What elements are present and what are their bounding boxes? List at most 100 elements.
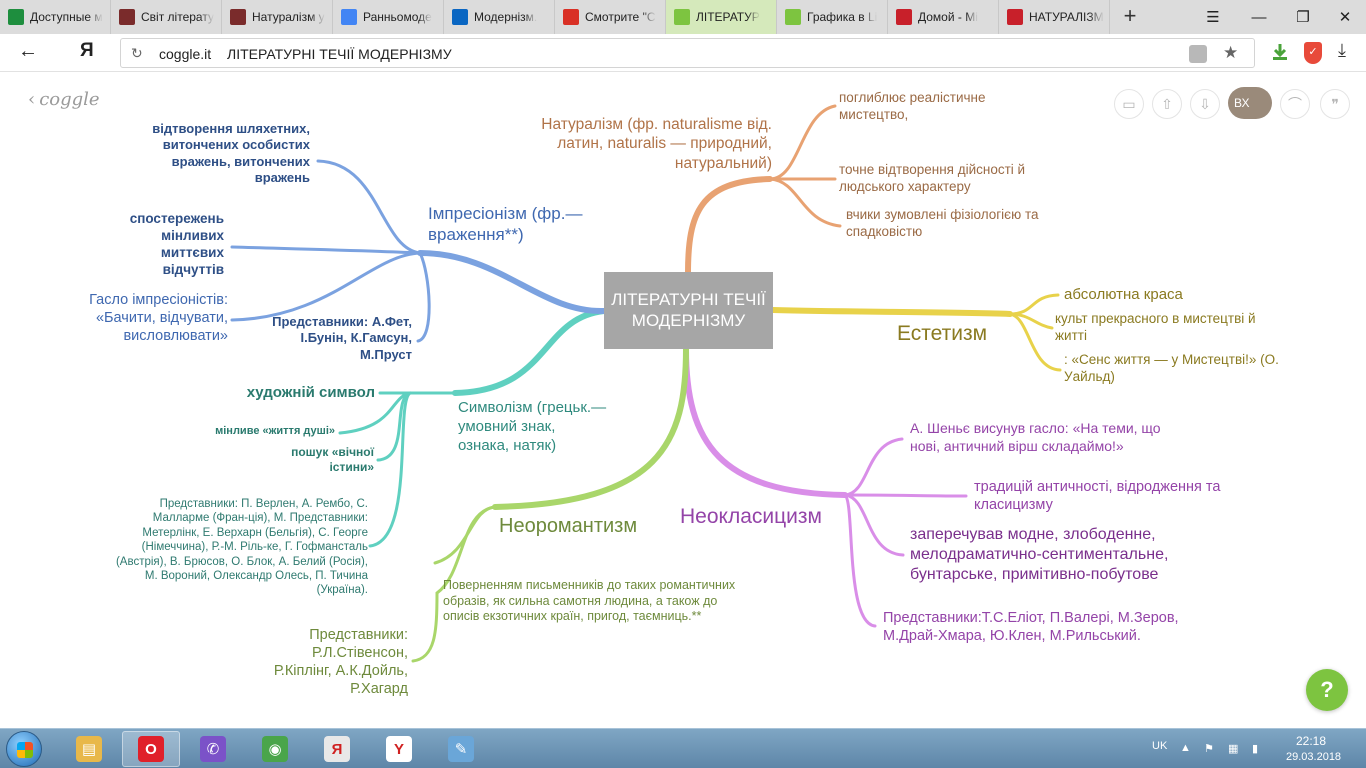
downloads-menu-icon[interactable]: ⤓ xyxy=(1338,40,1346,60)
node-impressionism-item-3[interactable]: Гасло імпресіоністів: «Бачити, відчувати… xyxy=(89,292,228,345)
browser-tab[interactable]: Натуралізм у xyxy=(222,0,333,34)
back-button[interactable]: ← xyxy=(18,40,38,62)
node-neoromanticism[interactable]: Неоромантизм xyxy=(499,515,638,537)
taskbar-app[interactable]: Я xyxy=(308,731,366,767)
taskbar-app[interactable]: Y xyxy=(370,731,428,767)
url-field[interactable]: ↻ coggle.it ЛІТЕРАТУРНІ ТЕЧІЇ МОДЕРНІЗМУ… xyxy=(120,38,1255,68)
browser-tab[interactable]: Смотрите "С xyxy=(555,0,666,34)
node-symbolism-item-4[interactable]: Представники: П. Верлен, А. Рембо, С. Ма… xyxy=(115,498,368,597)
browser-tab-label: НАТУРАЛІЗМ xyxy=(1029,10,1104,24)
node-neoromanticism-item-2[interactable]: Представники: Р.Л.Стівенсон, Р.Кіплінг, … xyxy=(273,627,408,698)
taskbar-app[interactable]: ▤ xyxy=(60,731,118,767)
branch-neoclassicism-item-2 xyxy=(843,493,968,498)
branch-impressionism xyxy=(417,250,607,315)
browser-tab[interactable]: Графика в Li xyxy=(777,0,888,34)
browser-tab[interactable]: Доступные м xyxy=(0,0,111,34)
node-naturalism[interactable]: Натуралізм (фр. naturalisme від. латин, … xyxy=(541,116,772,172)
close-icon[interactable]: ✕ xyxy=(1338,9,1352,26)
user-avatar[interactable]: ВХ xyxy=(1228,87,1272,119)
language-indicator[interactable]: UK xyxy=(1152,740,1168,752)
taskbar-app[interactable]: ✎ xyxy=(432,731,490,767)
comments-icon[interactable]: ❞ xyxy=(1320,89,1350,119)
chrome-icon: ◉ xyxy=(262,736,288,762)
node-aestheticism-item-1[interactable]: абсолютна краса xyxy=(1064,286,1183,303)
help-button[interactable]: ? xyxy=(1306,669,1348,711)
tray-arrow-icon[interactable]: ▲ xyxy=(1180,742,1191,754)
branch-symbolism-item-4 xyxy=(368,391,412,548)
opera-icon: O xyxy=(138,736,164,762)
taskbar-app[interactable]: ✆ xyxy=(184,731,242,767)
node-neoromanticism-item-1[interactable]: Поверненням письменників до таких романт… xyxy=(443,578,736,624)
lock-icon[interactable] xyxy=(1189,45,1207,63)
url-domain: coggle.it xyxy=(159,46,212,62)
node-neoclassicism-item-4[interactable]: Представники:Т.С.Еліот, П.Валері, М.Зеро… xyxy=(883,610,1179,645)
branch-neoromanticism-item-1 xyxy=(433,505,497,565)
node-aestheticism[interactable]: Естетизм xyxy=(897,322,988,345)
browser-tab[interactable]: Домой - Mi xyxy=(888,0,999,34)
browser-tab-label: Домой - Mi xyxy=(918,10,978,24)
browser-tab[interactable]: Модернізм. xyxy=(444,0,555,34)
node-impressionism-item-2[interactable]: спостережень мінливих миттєвих відчуттів xyxy=(129,211,224,277)
root-node-text: ЛІТЕРАТУРНІ ТЕЧІЇ МОДЕРНІЗМУ xyxy=(611,290,766,330)
node-neoclassicism[interactable]: Неокласицизм xyxy=(680,505,822,528)
node-impressionism-item-4[interactable]: Представники: А.Фет, І.Бунін, К.Гамсун, … xyxy=(272,314,412,362)
browser-tab[interactable]: Світ літерату xyxy=(111,0,222,34)
new-tab-button[interactable]: + xyxy=(1123,3,1137,28)
node-naturalism-item-1[interactable]: поглиблює реалістичне мистецтво, xyxy=(839,90,986,122)
coggle-logo[interactable]: ‹coggle xyxy=(28,89,100,110)
protect-shield-icon[interactable]: ✓ xyxy=(1304,42,1322,64)
browser-tab[interactable]: Ранньомоде xyxy=(333,0,444,34)
maximize-icon[interactable]: ❐ xyxy=(1296,9,1310,26)
node-neoclassicism-item-2[interactable]: традицій античності, відродження та клас… xyxy=(974,479,1221,514)
node-neoclassicism-item-3[interactable]: заперечував модне, злободенне, мелодрама… xyxy=(910,526,1169,583)
avatar-initials: ВХ xyxy=(1234,96,1250,110)
node-aestheticism-item-2[interactable]: культ прекрасного в мистецтві й житті xyxy=(1055,311,1256,343)
node-naturalism-item-3[interactable]: вчики зумовлені фізіологією та спадковіс… xyxy=(846,207,1039,239)
history-icon[interactable]: ⌒ xyxy=(1280,89,1310,119)
clock-date[interactable]: 29.03.2018 xyxy=(1286,751,1342,763)
clock-time[interactable]: 22:18 xyxy=(1296,734,1327,748)
windows-logo-icon xyxy=(17,742,33,758)
browser-tab-label: Графика в Li xyxy=(807,10,878,24)
node-symbolism-item-3[interactable]: пошук «вічної істини» xyxy=(291,445,374,474)
linkedin-icon xyxy=(452,9,468,25)
start-button[interactable] xyxy=(6,731,42,767)
node-symbolism-item-1[interactable]: художній символ xyxy=(246,384,375,401)
browser-menu-icon[interactable]: ☰ xyxy=(1206,9,1220,26)
back-chevron-icon[interactable]: ‹ xyxy=(28,89,36,110)
branch-neoromanticism xyxy=(492,346,689,510)
branch-symbolism-item-2 xyxy=(338,391,412,435)
network-icon[interactable]: ▦ xyxy=(1228,743,1239,755)
download-icon[interactable] xyxy=(1270,42,1290,62)
taskbar-app[interactable]: O xyxy=(122,731,180,767)
reload-icon[interactable]: ↻ xyxy=(131,45,143,61)
browser-tab[interactable]: ЛІТЕРАТУР xyxy=(666,0,777,34)
node-impressionism[interactable]: Імпресіонізм (фр.— враження**) xyxy=(428,204,583,245)
battery-icon[interactable]: ▮ xyxy=(1252,743,1259,755)
browser-tab-label: Ранньомоде xyxy=(363,10,432,24)
branch-impressionism-item-3 xyxy=(230,251,422,322)
download-map-icon[interactable]: ⇩ xyxy=(1190,89,1220,119)
taskbar-app[interactable]: ◉ xyxy=(246,731,304,767)
node-symbolism-item-2[interactable]: мінливе «життя душі» xyxy=(215,425,335,437)
node-symbolism[interactable]: Символізм (грецьк.— умовний знак, ознака… xyxy=(458,399,607,454)
castle-icon xyxy=(119,9,135,25)
flag-icon[interactable]: ⚑ xyxy=(1204,743,1214,755)
browser-tab-label: ЛІТЕРАТУР xyxy=(696,10,760,24)
minimize-icon[interactable]: — xyxy=(1251,8,1267,26)
browser-tab[interactable]: НАТУРАЛІЗМ xyxy=(999,0,1110,34)
share-icon[interactable]: ⇧ xyxy=(1152,89,1182,119)
bookmark-star-icon[interactable]: ★ xyxy=(1223,43,1239,62)
node-neoclassicism-item-1[interactable]: А. Шеньє висунув гасло: «На теми, що нов… xyxy=(910,420,1161,454)
yandex-button[interactable]: Я xyxy=(80,40,94,61)
paint-icon: ✎ xyxy=(448,736,474,762)
node-impressionism-item-1[interactable]: відтворення шляхетних, витончених особис… xyxy=(152,121,310,185)
mindmap-canvas[interactable]: ‹coggle ▭ ⇧ ⇩ ВХ ⌒ ❞ ЛІТЕРАТУРНІ ТЕЧІЇ М… xyxy=(0,73,1366,728)
node-aestheticism-item-3[interactable]: : «Сенс життя — у Мистецтві!» (О. Уайльд… xyxy=(1064,352,1279,384)
present-icon[interactable]: ▭ xyxy=(1114,89,1144,119)
node-naturalism-item-2[interactable]: точне відтворення дійсності й людського … xyxy=(839,162,1026,194)
google-drive-icon xyxy=(8,9,24,25)
mindmap-root-node[interactable]: ЛІТЕРАТУРНІ ТЕЧІЇ МОДЕРНІЗМУ xyxy=(604,272,773,349)
file-explorer-icon: ▤ xyxy=(76,736,102,762)
